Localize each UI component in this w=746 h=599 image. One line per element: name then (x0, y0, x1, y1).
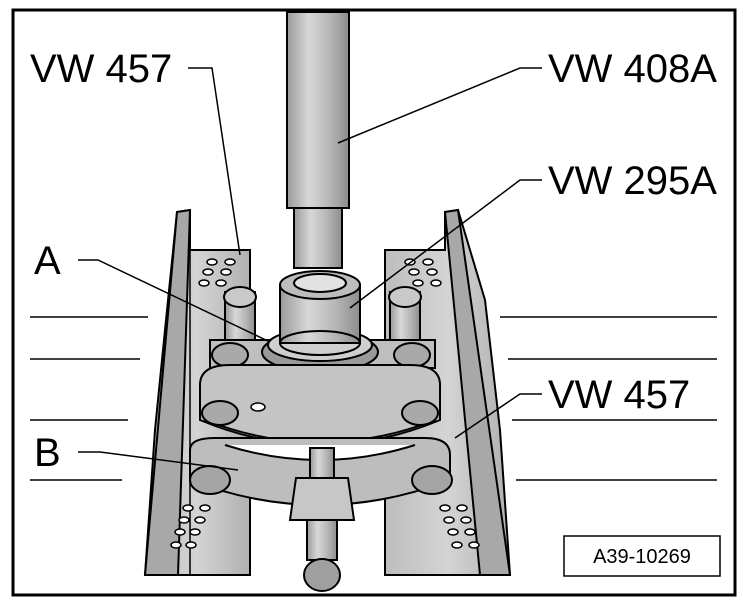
reference-box: A39-10269 (563, 535, 721, 577)
leader-lines (78, 67, 542, 471)
label-vw408a: VW 408A (548, 47, 717, 91)
reference-number: A39-10269 (593, 546, 691, 568)
center-spindle (288, 447, 356, 592)
puller-housing (199, 364, 441, 446)
press-spindle (286, 11, 350, 269)
label-a: A (34, 239, 61, 283)
diagram-frame (11, 8, 737, 597)
reference-lines (30, 316, 717, 481)
label-vw295a: VW 295A (548, 159, 717, 203)
label-vw457-right: VW 457 (548, 373, 690, 417)
separating-tool (189, 437, 453, 506)
label-b: B (34, 431, 61, 475)
thrust-piece (261, 270, 379, 373)
label-vw457-top: VW 457 (30, 47, 172, 91)
